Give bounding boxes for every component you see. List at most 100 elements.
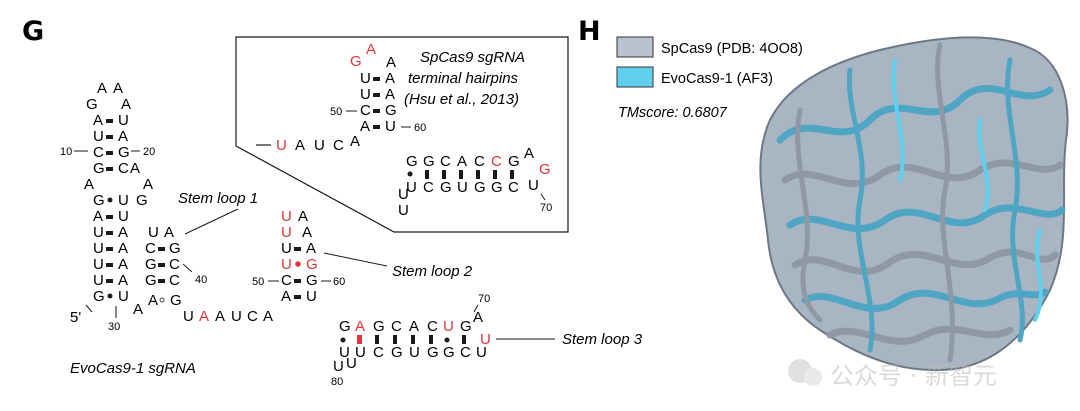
svg-text:A: A — [281, 288, 291, 305]
svg-text:G: G — [169, 240, 181, 257]
svg-text:A: A — [215, 308, 225, 325]
svg-text:U: U — [409, 344, 420, 361]
nt-number-30: 30 — [108, 321, 120, 333]
evocas9-swatch — [616, 66, 654, 88]
svg-text:A: A — [143, 176, 153, 193]
svg-text:G: G — [539, 161, 551, 178]
svg-text:G: G — [306, 272, 318, 289]
svg-text:U: U — [314, 137, 325, 154]
svg-text:A: A — [93, 112, 103, 129]
svg-text:U: U — [118, 112, 129, 129]
inset-title-line-3: (Hsu et al., 2013) — [404, 91, 519, 108]
tmscore-label: TMscore: 0.6807 — [618, 105, 728, 121]
svg-text:A: A — [457, 153, 467, 170]
svg-text:G: G — [440, 179, 452, 196]
svg-text:A: A — [385, 86, 395, 103]
svg-text:U: U — [93, 240, 104, 257]
svg-text:A: A — [93, 208, 103, 225]
svg-text:C: C — [427, 318, 438, 335]
svg-text:U: U — [281, 240, 292, 257]
svg-text:G: G — [93, 288, 105, 305]
stem-loop-2-label: Stem loop 2 — [392, 263, 473, 280]
svg-text:A: A — [350, 133, 360, 150]
svg-text:A: A — [409, 318, 419, 335]
inset-title-line-2: terminal hairpins — [408, 70, 519, 87]
svg-text:A: A — [133, 301, 143, 318]
inset-nt-number-60: 60 — [414, 122, 426, 134]
svg-text:U: U — [93, 272, 104, 289]
svg-text:C: C — [145, 240, 156, 257]
inset-title-line-1: SpCas9 sgRNA — [420, 49, 525, 66]
nt-number-40: 40 — [195, 274, 207, 286]
evocas9-legend-label: EvoCas9-1 (AF3) — [661, 71, 773, 87]
nt-number-60-main: 60 — [333, 276, 345, 288]
svg-text:C: C — [508, 179, 519, 196]
svg-text:U: U — [476, 344, 487, 361]
svg-text:U: U — [281, 208, 292, 225]
svg-text:A: A — [148, 292, 158, 309]
svg-text:U: U — [398, 186, 409, 203]
svg-text:U: U — [528, 177, 539, 194]
svg-text:G: G — [145, 272, 157, 289]
svg-text:A: A — [385, 70, 395, 87]
inset-nt-number-50: 50 — [330, 106, 342, 118]
svg-text:A: A — [366, 41, 376, 58]
panel-h-label: H — [578, 16, 601, 47]
evocas9-sgrna-title: EvoCas9-1 sgRNA — [70, 360, 196, 377]
svg-text:C: C — [247, 308, 258, 325]
svg-text:U: U — [183, 308, 194, 325]
nt-number-20: 20 — [143, 146, 155, 158]
svg-text:U: U — [93, 256, 104, 273]
svg-text:C: C — [460, 344, 471, 361]
spcas9-inset: SpCas9 sgRNA terminal hairpins (Hsu et a… — [235, 36, 569, 233]
svg-text:A: A — [295, 137, 305, 154]
svg-text:A: A — [130, 160, 140, 177]
stem-loop-3-label: Stem loop 3 — [562, 331, 643, 348]
svg-text:G: G — [339, 318, 351, 335]
svg-text:C: C — [474, 153, 485, 170]
svg-text:A: A — [84, 176, 94, 193]
svg-text:G: G — [385, 102, 397, 119]
svg-text:A: A — [473, 309, 483, 326]
svg-text:A: A — [121, 96, 131, 113]
svg-text:U: U — [360, 86, 371, 103]
svg-text:G: G — [427, 344, 439, 361]
svg-text:C: C — [491, 153, 502, 170]
svg-text:G: G — [118, 144, 130, 161]
legend: SpCas9 (PDB: 4OO8) EvoCas9-1 (AF3) TMsco… — [616, 36, 803, 121]
svg-text:A: A — [199, 308, 209, 325]
svg-text:G: G — [508, 153, 520, 170]
svg-text:U: U — [480, 331, 491, 348]
svg-text:A: A — [360, 118, 370, 135]
svg-text:U: U — [346, 355, 357, 372]
svg-text:C: C — [440, 153, 451, 170]
svg-text:A: A — [164, 224, 174, 241]
svg-text:U: U — [398, 202, 409, 219]
svg-text:U: U — [355, 344, 366, 361]
svg-text:U: U — [406, 179, 417, 196]
nt-number-70-main: 70 — [478, 293, 490, 305]
svg-text:A: A — [355, 318, 365, 335]
svg-text:G: G — [136, 192, 148, 209]
spcas9-swatch — [616, 36, 654, 58]
svg-text:G: G — [86, 96, 98, 113]
watermark: 公众号 · 新智元 — [788, 359, 997, 390]
svg-text:U: U — [333, 358, 344, 375]
svg-text:C: C — [281, 272, 292, 289]
nt-number-80-main: 80 — [331, 376, 343, 388]
svg-text:C: C — [169, 272, 180, 289]
svg-text:C: C — [333, 137, 344, 154]
svg-text:G: G — [443, 344, 455, 361]
spcas9-legend-label: SpCas9 (PDB: 4OO8) — [661, 41, 803, 57]
svg-text:U: U — [443, 318, 454, 335]
svg-text:A: A — [298, 208, 308, 225]
svg-text:C: C — [93, 144, 104, 161]
svg-text:A: A — [118, 240, 128, 257]
svg-text:A: A — [118, 256, 128, 273]
svg-text:G: G — [474, 179, 486, 196]
svg-text:G: G — [406, 153, 418, 170]
